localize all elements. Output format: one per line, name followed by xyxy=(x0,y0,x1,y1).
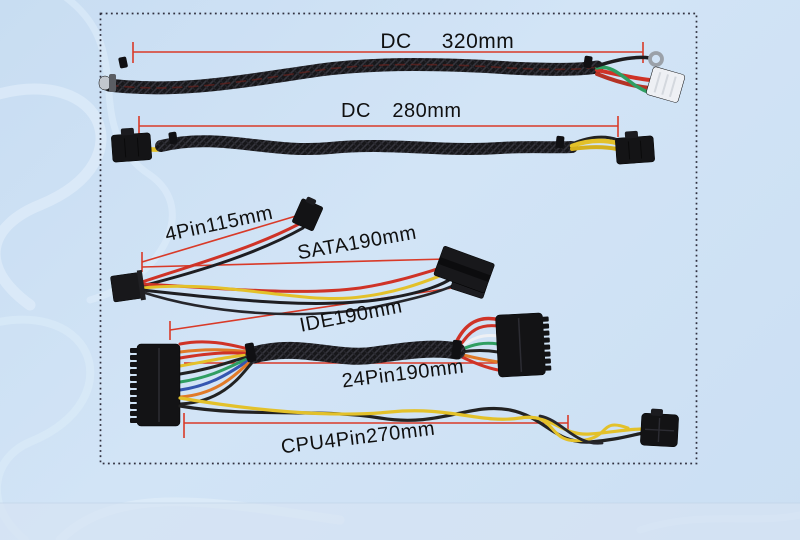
harness-peripheral-wires xyxy=(140,222,458,316)
cable-dc-280: DC 280mm xyxy=(111,100,655,165)
atx-24pin-connector-left xyxy=(130,343,181,427)
dimension-line-dc-280 xyxy=(138,116,619,137)
molex-connector-left xyxy=(110,269,146,303)
cable-tie xyxy=(451,339,462,360)
white-connector xyxy=(646,66,686,103)
cable-dc-320: DC 320mm xyxy=(98,30,686,103)
label-dc-320-name: DC xyxy=(380,30,411,53)
pcie-connector-left xyxy=(111,127,152,163)
harness-peripheral: 4Pin115mm SATA190mm IDE190mm xyxy=(110,196,495,340)
cable-tie xyxy=(583,55,593,69)
floppy-4pin-connector xyxy=(292,196,323,231)
dotted-border xyxy=(99,12,698,465)
dimension-line-cpu4pin xyxy=(183,413,569,438)
dimension-line-dc-320 xyxy=(132,42,644,63)
label-dc-320-length: 320mm xyxy=(442,30,515,53)
cpu-4pin-connector xyxy=(640,408,679,448)
sata-connector xyxy=(433,246,495,294)
cpu-wire-pair xyxy=(178,396,645,445)
label-dc-280-name: DC xyxy=(341,100,371,122)
pcie-connector-right xyxy=(615,130,655,165)
cable-tie xyxy=(555,135,565,149)
cable-tie xyxy=(168,131,178,145)
atx-24pin-connector-right xyxy=(495,312,552,378)
cable-dc-280-drawing xyxy=(111,127,655,165)
label-dc-280-length: 280mm xyxy=(392,100,461,122)
harness-atx: 24Pin190mm CPU4Pin270mm xyxy=(130,312,679,458)
dc-plug-collar xyxy=(109,74,116,92)
ring-terminal xyxy=(648,51,664,67)
atx-wire-fan-left xyxy=(178,340,257,406)
cable-tie xyxy=(244,342,257,363)
background-bottom-band xyxy=(0,502,800,540)
atx-cable-sleeve xyxy=(245,340,466,365)
cable-tie xyxy=(118,56,128,69)
cable-dc-320-drawing xyxy=(98,51,686,103)
